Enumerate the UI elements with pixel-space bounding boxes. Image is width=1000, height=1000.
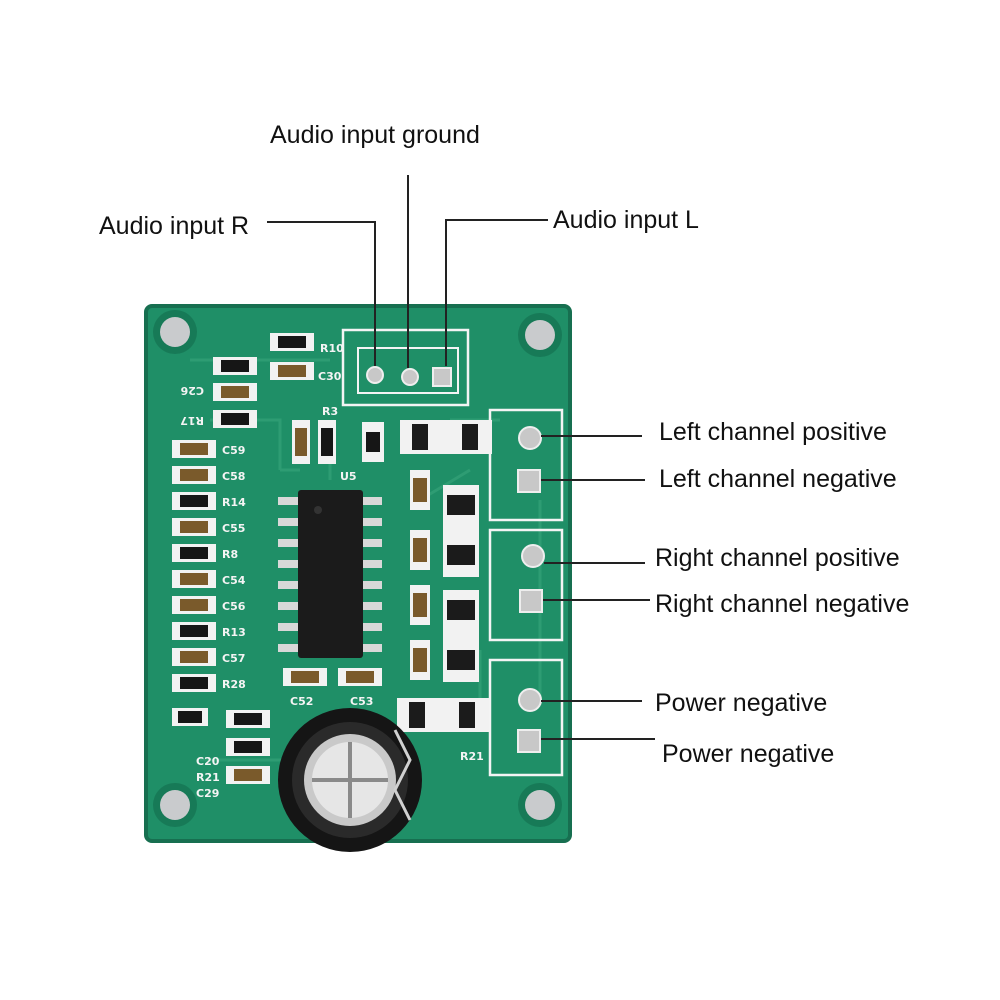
- svg-text:R14: R14: [222, 496, 246, 509]
- svg-text:R21: R21: [196, 771, 220, 784]
- pad-left-positive: [518, 426, 542, 450]
- label-power-negative-2: Power negative: [662, 740, 834, 768]
- svg-text:C29: C29: [196, 787, 219, 800]
- amplifier-ic: [278, 490, 382, 658]
- pad-audio-l: [432, 367, 452, 387]
- svg-text:C53: C53: [350, 695, 373, 708]
- left-component-column: [172, 440, 216, 692]
- label-audio-input-l: Audio input L: [553, 206, 699, 234]
- upper-smd-parts: [213, 333, 384, 464]
- pad-right-negative: [519, 589, 543, 613]
- svg-text:R10: R10: [320, 342, 344, 355]
- svg-text:R8: R8: [222, 548, 238, 561]
- callout-labels: Audio input ground Audio input R Audio i…: [99, 121, 909, 768]
- pad-power-2: [517, 729, 541, 753]
- label-right-channel-negative: Right channel negative: [655, 590, 909, 618]
- pad-audio-r: [366, 366, 384, 384]
- lower-smd-parts: [172, 668, 382, 784]
- svg-text:C59: C59: [222, 444, 245, 457]
- leader-audio-r: [267, 221, 376, 366]
- left-column-silkscreen: C59 C58 R14 C55 R8 C54 C56 R13 C57 R28: [222, 444, 246, 691]
- label-power-negative-1: Power negative: [655, 689, 827, 717]
- svg-text:C58: C58: [222, 470, 245, 483]
- svg-text:R13: R13: [222, 626, 246, 639]
- pad-left-negative: [517, 469, 541, 493]
- electrolytic-capacitor: [278, 708, 422, 852]
- svg-text:R21: R21: [460, 750, 484, 763]
- label-leader-lines: [267, 175, 655, 740]
- svg-text:C56: C56: [222, 600, 246, 613]
- label-audio-input-r: Audio input R: [99, 212, 249, 240]
- svg-text:C54: C54: [222, 574, 246, 587]
- label-left-channel-negative: Left channel negative: [659, 465, 897, 493]
- svg-text:R3: R3: [322, 405, 338, 418]
- svg-text:C30: C30: [318, 370, 342, 383]
- pad-power-1: [518, 688, 542, 712]
- leader-audio-l: [445, 219, 548, 366]
- pad-audio-ground: [401, 368, 419, 386]
- svg-text:C55: C55: [222, 522, 245, 535]
- svg-text:C52: C52: [290, 695, 313, 708]
- svg-text:C26: C26: [180, 384, 204, 397]
- pcb-board: C59 C58 R14 C55 R8 C54 C56 R13 C57 R28 C…: [144, 304, 572, 852]
- svg-text:C57: C57: [222, 652, 245, 665]
- right-inductors: [397, 420, 492, 732]
- label-audio-input-ground: Audio input ground: [270, 121, 480, 149]
- svg-text:C20: C20: [196, 755, 220, 768]
- label-left-channel-positive: Left channel positive: [659, 418, 887, 446]
- svg-text:U5: U5: [340, 470, 357, 483]
- svg-text:R17: R17: [180, 414, 204, 427]
- pad-right-positive: [521, 544, 545, 568]
- svg-text:R28: R28: [222, 678, 246, 691]
- label-right-channel-positive: Right channel positive: [655, 544, 900, 572]
